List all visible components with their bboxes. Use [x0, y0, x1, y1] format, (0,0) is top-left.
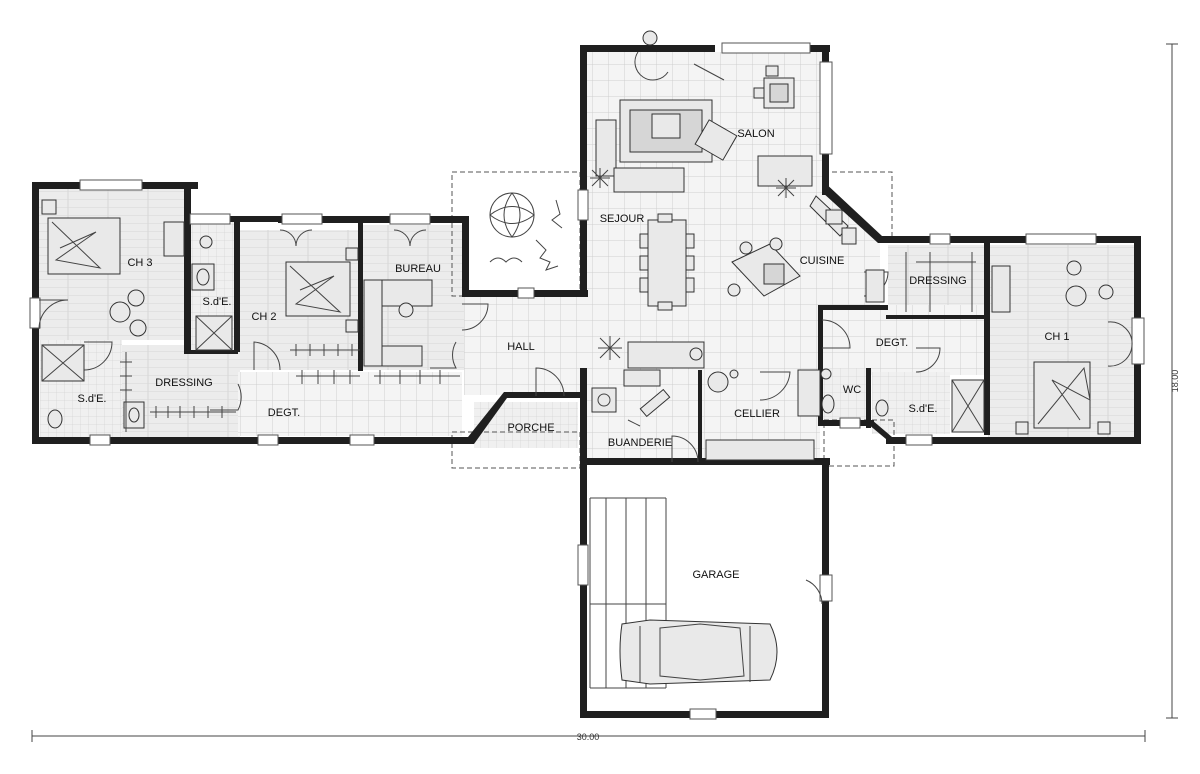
ch2-furniture	[285, 247, 360, 384]
room-labels: SALON SEJOUR CUISINE CH 3 CH 2 CH 1 BURE…	[77, 128, 1069, 581]
potted-plants	[590, 168, 796, 360]
windows	[29, 42, 1145, 720]
room-label-ch3: CH 3	[127, 257, 152, 269]
room-label-sejour: SEJOUR	[600, 213, 645, 225]
room-label-salon: SALON	[737, 128, 774, 140]
room-label-garage: GARAGE	[692, 569, 739, 581]
room-label-sde-ch3: S.d'E.	[202, 296, 231, 308]
dimension-height: 18.00	[1170, 370, 1180, 393]
sejour-furniture	[639, 213, 695, 311]
sde-left-fixtures	[41, 344, 145, 429]
salon-furniture	[595, 30, 813, 193]
room-label-buanderie: BUANDERIE	[608, 437, 672, 449]
room-label-sde-right: S.d'E.	[908, 403, 937, 415]
room-label-dressing-right: DRESSING	[909, 275, 966, 287]
cuisine-furniture	[727, 195, 857, 297]
sde-ch3-fixtures	[191, 235, 233, 351]
room-label-degt-right: DEGT.	[876, 337, 908, 349]
doors	[38, 51, 1133, 605]
room-label-cellier: CELLIER	[734, 408, 780, 420]
wc-fixtures	[797, 368, 835, 417]
dimension-lines	[31, 43, 1178, 742]
room-label-cuisine: CUISINE	[800, 255, 845, 267]
room-label-hall: HALL	[507, 341, 535, 353]
room-label-degt-left: DEGT.	[268, 407, 300, 419]
terrace-plants	[489, 192, 563, 271]
buanderie-fixtures	[591, 369, 671, 427]
room-label-bureau: BUREAU	[395, 263, 441, 275]
ch3-furniture	[41, 199, 185, 337]
ch1-furniture	[865, 252, 1114, 435]
dressing-left-rails	[120, 352, 236, 432]
room-label-wc: WC	[843, 384, 861, 396]
room-label-porche: PORCHE	[507, 422, 554, 434]
room-label-sde-left: S.d'E.	[77, 393, 106, 405]
room-label-dressing-left: DRESSING	[155, 377, 212, 389]
room-label-ch1: CH 1	[1044, 331, 1069, 343]
bureau-furniture	[363, 279, 460, 384]
dimension-width: 30.00	[577, 732, 600, 742]
garage-contents	[589, 497, 778, 689]
floors	[38, 52, 1136, 712]
room-label-ch2: CH 2	[251, 311, 276, 323]
hall-furniture	[627, 341, 705, 369]
cellier-fixtures	[705, 369, 815, 461]
